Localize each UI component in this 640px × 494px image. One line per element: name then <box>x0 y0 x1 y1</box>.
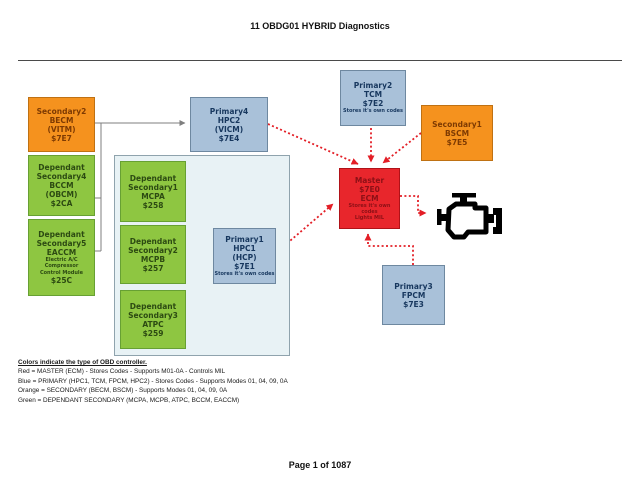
node-label: $7E2 <box>362 99 384 109</box>
node-label: Primary1 <box>225 234 264 244</box>
node-label: Master <box>354 175 385 185</box>
node-label: Dependant <box>38 230 85 240</box>
node-label: FPCM <box>401 290 426 300</box>
node-bccm: Dependant Secondary4 BCCM (OBCM) $2CA <box>28 155 95 216</box>
node-label: HPC2 <box>217 115 241 125</box>
legend-line-green: Green = DEPENDANT SECONDARY (MCPA, MCPB,… <box>18 396 240 404</box>
node-hpc2: Primary4 HPC2 (VICM) $7E4 <box>190 97 268 152</box>
node-label: $258 <box>142 200 164 210</box>
node-label: Secondary5 <box>36 239 87 249</box>
node-label: Secondary2 <box>128 245 178 255</box>
node-sublabel: Lights MIL <box>354 215 385 222</box>
node-label: Secondary1 <box>128 182 178 192</box>
node-sublabel: Compressor <box>44 263 79 270</box>
node-label: (HCP) <box>232 252 257 262</box>
node-label: $7E0 <box>359 184 380 194</box>
node-label: MCPB <box>140 254 166 264</box>
node-label: ATPC <box>142 319 164 329</box>
page-number: Page 1 of 1087 <box>288 460 352 470</box>
node-master-ecm: Master $7E0 ECM Stores it's own codes Li… <box>339 168 400 229</box>
node-label: Dependant <box>129 236 177 246</box>
node-label: (VITM) <box>47 124 76 134</box>
node-label: HPC1 <box>233 243 256 253</box>
node-label: EACCM <box>46 248 77 258</box>
node-label: Dependant <box>129 173 177 183</box>
node-label: Secondary2 <box>36 106 87 116</box>
node-label: Secondary3 <box>128 310 178 320</box>
node-label: $259 <box>142 328 164 338</box>
legend-line-orange: Orange = SECONDARY (BECM, BSCM) - Suppor… <box>18 387 228 395</box>
node-label: $25C <box>50 275 73 285</box>
legend-line-blue: Blue = PRIMARY (HPC1, TCM, FPCM, HPC2) -… <box>18 377 288 385</box>
node-label: Primary4 <box>209 106 249 116</box>
node-label: Secondary4 <box>36 172 87 181</box>
node-label: Dependant <box>38 163 85 172</box>
legend-heading: Colors indicate the type of OBD controll… <box>18 359 147 366</box>
engine-icon <box>437 193 502 240</box>
node-label: (OBCM) <box>45 190 78 199</box>
node-label: $7E3 <box>403 299 424 309</box>
node-mcpb: Dependant Secondary2 MCPB $257 <box>120 225 186 284</box>
header-divider <box>18 60 622 61</box>
node-label: ECM <box>360 193 379 203</box>
color-legend: Colors indicate the type of OBD controll… <box>18 358 288 405</box>
node-label: Dependant <box>129 301 177 311</box>
node-tcm: Primary2 TCM $7E2 Stores it's own codes <box>340 70 406 126</box>
node-label: $7E7 <box>51 133 72 143</box>
node-label: $7E5 <box>446 137 468 147</box>
node-sublabel: Stores it's own codes <box>342 108 404 115</box>
node-sublabel: Stores it's own codes <box>214 270 275 277</box>
node-mcpa: Dependant Secondary1 MCPA $258 <box>120 161 186 222</box>
node-label: $7E4 <box>218 133 240 143</box>
node-label: Secondary1 <box>432 119 482 129</box>
node-label: MCPA <box>141 191 165 201</box>
node-label: BCCM <box>49 181 74 190</box>
node-label: $2CA <box>50 199 73 208</box>
node-atpc: Dependant Secondary3 ATPC $259 <box>120 290 186 349</box>
node-sublabel: Control Module <box>39 269 84 276</box>
node-label: (VICM) <box>214 124 244 134</box>
node-sublabel: Electric A/C <box>45 257 78 264</box>
node-becm: Secondary2 BECM (VITM) $7E7 <box>28 97 95 152</box>
node-label: BSCM <box>444 128 470 138</box>
node-eaccm: Dependant Secondary5 EACCM Electric A/C … <box>28 219 95 296</box>
node-label: Primary2 <box>353 81 393 91</box>
node-fpcm: Primary3 FPCM $7E3 <box>382 265 445 325</box>
node-label: Primary3 <box>394 281 433 291</box>
node-sublabel: Stores it's own codes <box>348 202 391 215</box>
node-label: TCM <box>363 90 383 100</box>
legend-line-red: Red = MASTER (ECM) - Stores Codes - Supp… <box>18 368 226 376</box>
node-label: BECM <box>49 115 74 125</box>
node-label: $257 <box>142 263 164 273</box>
node-bscm: Secondary1 BSCM $7E5 <box>421 105 493 161</box>
node-hpc1: Primary1 HPC1 (HCP) $7E1 Stores it's own… <box>213 228 276 284</box>
node-label: $7E1 <box>234 261 255 271</box>
page-title: 11 OBDG01 HYBRID Diagnostics <box>250 21 390 31</box>
